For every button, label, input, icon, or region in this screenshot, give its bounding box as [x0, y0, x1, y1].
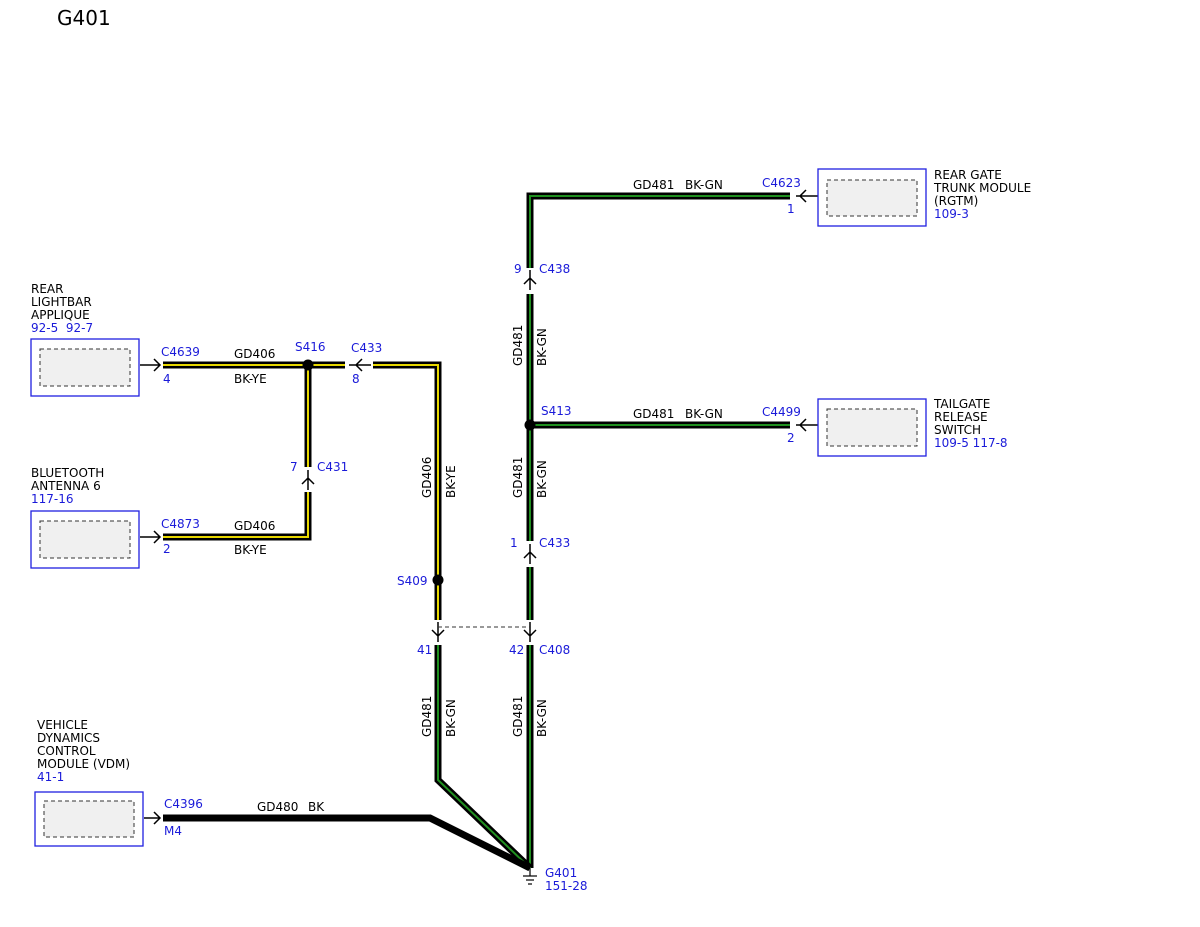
- c431-label: C431: [317, 460, 348, 474]
- wire-color-bkgn-upper: BK-GN: [535, 328, 549, 366]
- wire-color-bkye-vertical: BK-YE: [444, 465, 458, 498]
- wire-color-bkye-lightbar: BK-YE: [234, 372, 267, 386]
- c4499-label: C4499: [762, 405, 801, 419]
- splice-s409-dot: [432, 574, 444, 586]
- page-title: G401: [57, 6, 111, 30]
- wire-label-gd480: GD480: [257, 800, 298, 814]
- s416-label: S416: [295, 340, 326, 354]
- rgtm-label: REAR GATE TRUNK MODULE (RGTM): [933, 168, 1035, 208]
- s413-label: S413: [541, 404, 572, 418]
- ground-ref: 151-28: [545, 879, 588, 893]
- connector-c433-right-symbol: [523, 544, 537, 564]
- wire-label-gd481-tailgate: GD481: [633, 407, 674, 421]
- bluetooth-label: BLUETOOTH ANTENNA 6: [31, 466, 108, 493]
- splice-s413-dot: [524, 419, 536, 431]
- c4499-pin: 2: [787, 431, 795, 445]
- c4873-label: C4873: [161, 517, 200, 531]
- connector-c433-left-symbol: [349, 358, 371, 372]
- c431-pin: 7: [290, 460, 298, 474]
- wire-color-bk: BK: [308, 800, 325, 814]
- splice-s416-dot: [302, 359, 314, 371]
- c4639-label: C4639: [161, 345, 200, 359]
- wire-gd480-vdm: [163, 814, 532, 872]
- wire-gd481-rgtm: [526, 192, 790, 268]
- wire-color-bkgn-top: BK-GN: [685, 178, 723, 192]
- wire-label-gd481-top: GD481: [633, 178, 674, 192]
- connector-c4639-symbol: [140, 358, 162, 372]
- wire-label-gd406-bluetooth: GD406: [234, 519, 275, 533]
- vdm-label: VEHICLE DYNAMICS CONTROL MODULE (VDM): [37, 718, 130, 771]
- wire-label-gd406-vertical: GD406: [420, 457, 434, 498]
- vdm-ref: 41-1: [37, 770, 64, 784]
- component-tailgate-switch: [817, 398, 927, 457]
- wire-gd406-c433-c408: [373, 361, 442, 620]
- c408-pin-right: 42: [509, 643, 524, 657]
- c4396-pin: M4: [164, 824, 182, 838]
- c433-right-pin: 1: [510, 536, 518, 550]
- connector-c408-left-symbol: [431, 622, 445, 642]
- wire-label-gd406-lightbar: GD406: [234, 347, 275, 361]
- component-rear-lightbar: [30, 338, 140, 397]
- c4873-pin: 2: [163, 542, 171, 556]
- wire-color-bkgn-lower-left: BK-GN: [444, 699, 458, 737]
- component-bluetooth-antenna: [30, 510, 140, 569]
- rear-lightbar-label: REAR LIGHTBAR APPLIQUE: [31, 282, 95, 322]
- connector-c438-symbol: [523, 270, 537, 290]
- wire-color-bkgn-lower-right: BK-GN: [535, 699, 549, 737]
- c4623-label: C4623: [762, 176, 801, 190]
- c438-label: C438: [539, 262, 570, 276]
- wire-gd406-bluetooth: [163, 492, 312, 541]
- wire-label-gd481-lower-right: GD481: [511, 696, 525, 737]
- c433-left-pin: 8: [352, 372, 360, 386]
- wire-label-gd481-lower-left: GD481: [420, 696, 434, 737]
- bluetooth-ref: 117-16: [31, 492, 74, 506]
- wire-color-bkye-bluetooth: BK-YE: [234, 543, 267, 557]
- ground-label: G401: [545, 866, 577, 880]
- connector-c4873-symbol: [140, 530, 162, 544]
- c433-right-label: C433: [539, 536, 570, 550]
- s409-label: S409: [397, 574, 428, 588]
- wire-color-bkgn-mid: BK-GN: [535, 460, 549, 498]
- wire-label-gd481-mid: GD481: [511, 457, 525, 498]
- connector-c408-right-symbol: [523, 622, 537, 642]
- wire-label-gd481-upper: GD481: [511, 325, 525, 366]
- c4639-pin: 4: [163, 372, 171, 386]
- c4396-label: C4396: [164, 797, 203, 811]
- c408-label: C408: [539, 643, 570, 657]
- component-vdm: [34, 791, 144, 847]
- c408-pin-left: 41: [417, 643, 432, 657]
- ground-symbol: [523, 868, 537, 885]
- tailgate-switch-label: TAILGATE RELEASE SWITCH: [933, 397, 994, 437]
- rgtm-ref: 109-3: [934, 207, 969, 221]
- c4623-pin: 1: [787, 202, 795, 216]
- rear-lightbar-ref: 92-5 92-7: [31, 321, 93, 335]
- connector-c431-symbol: [301, 470, 315, 490]
- c433-left-label: C433: [351, 341, 382, 355]
- connector-c4396-symbol: [144, 811, 162, 825]
- component-rgtm: [817, 168, 927, 227]
- tailgate-switch-ref: 109-5 117-8: [934, 436, 1008, 450]
- c438-pin: 9: [514, 262, 522, 276]
- wire-gd481-c408-ground-left: [434, 645, 533, 871]
- wire-color-bkgn-tailgate: BK-GN: [685, 407, 723, 421]
